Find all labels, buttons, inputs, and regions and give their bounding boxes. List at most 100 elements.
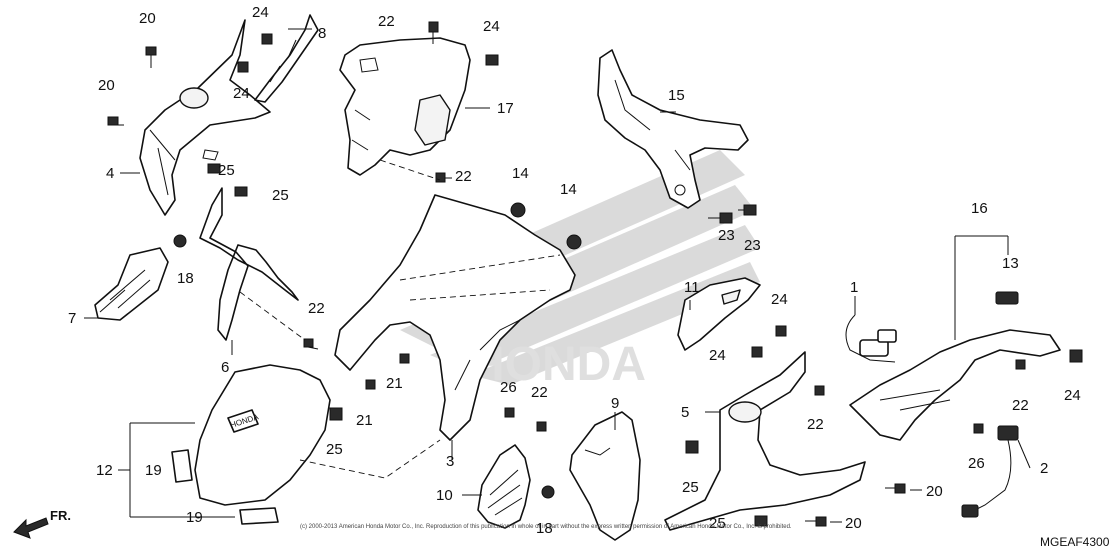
part-11-trim	[677, 277, 761, 351]
bolt-22c	[435, 172, 452, 183]
callout-7: 7	[68, 310, 76, 327]
callout-23: 23	[718, 227, 735, 244]
part-19-strips	[171, 449, 279, 525]
part-16-panel	[849, 329, 1061, 441]
part-17-inner-cover	[339, 37, 471, 176]
callout-10: 10	[436, 487, 453, 504]
callout-11: 11	[684, 279, 700, 296]
callout-14: 14	[560, 181, 577, 198]
part-12-windscreen: HONDA	[194, 364, 331, 506]
clip-25d	[685, 440, 699, 454]
bolt-22b	[428, 21, 439, 44]
front-direction-arrow: FR.	[13, 508, 71, 539]
callout-25: 25	[218, 162, 235, 179]
callout-18: 18	[536, 520, 553, 537]
leader-lines	[84, 28, 1031, 523]
callout-24: 24	[483, 18, 500, 35]
callout-8: 8	[318, 25, 326, 42]
callout-24: 24	[233, 85, 250, 102]
callout-25: 25	[272, 187, 289, 204]
bolt-21a	[399, 353, 410, 364]
callout-19: 19	[186, 509, 203, 526]
clip-24f	[1069, 349, 1083, 363]
fasteners	[107, 21, 1083, 527]
bolt-22f	[536, 421, 547, 432]
clip-24d	[775, 325, 787, 337]
part-7-duct	[94, 247, 169, 321]
bolt-20a	[145, 46, 157, 68]
part-3-front-cover	[334, 194, 576, 441]
callout-25: 25	[709, 515, 726, 532]
clip-25b	[234, 186, 248, 197]
callout-16: 16	[971, 200, 988, 217]
part-6-inner-panel	[199, 187, 299, 341]
callout-25: 25	[326, 441, 343, 458]
clip-25a	[207, 163, 221, 174]
callout-23: 23	[744, 237, 761, 254]
clip-25e	[754, 515, 768, 527]
callout-18: 18	[177, 270, 194, 287]
bolt-22a	[303, 338, 319, 350]
callout-15: 15	[668, 87, 685, 104]
callout-22: 22	[378, 13, 395, 30]
bolt-26b	[973, 423, 984, 434]
grommet-18b	[541, 485, 555, 499]
grommet-14a	[510, 202, 526, 218]
direction-label: FR.	[50, 508, 71, 523]
callouts: 20 24 8 20 24 4 25 25 7 18 6 22 22 24 17…	[68, 4, 1081, 537]
callout-14: 14	[512, 165, 529, 182]
callout-26: 26	[500, 379, 517, 396]
callout-13: 13	[1002, 255, 1019, 272]
grommet-18a	[173, 234, 187, 248]
part-15-bracket	[597, 49, 749, 209]
watermark-text: HONDA	[470, 338, 646, 391]
clip-24e	[751, 346, 763, 358]
bolt-20d	[805, 516, 827, 527]
bolt-20b	[107, 116, 124, 126]
part-1-wiring	[845, 314, 897, 363]
copyright-notice: (c) 2000-2013 American Honda Motor Co., …	[300, 524, 792, 530]
callout-2: 2	[1040, 460, 1048, 477]
part-8-trim-strip	[254, 14, 319, 103]
part-10-duct	[477, 444, 531, 529]
callout-20: 20	[845, 515, 862, 532]
clip-24b	[237, 61, 249, 73]
callout-24: 24	[252, 4, 269, 21]
grommet-14b	[566, 234, 582, 250]
callout-3: 3	[446, 453, 454, 470]
callout-24: 24	[771, 291, 788, 308]
bolt-22e	[1015, 359, 1026, 370]
callout-20: 20	[98, 77, 115, 94]
callout-12: 12	[96, 462, 113, 479]
callout-4: 4	[106, 165, 114, 182]
bolt-23b	[708, 212, 733, 224]
part-4-left-side-cowl	[139, 19, 271, 216]
callout-22: 22	[531, 384, 548, 401]
bolt-21b	[365, 379, 376, 390]
callout-5: 5	[681, 404, 689, 421]
callout-21: 21	[356, 412, 373, 429]
callout-22: 22	[308, 300, 325, 317]
callout-1: 1	[850, 279, 858, 296]
diagram-code: MGEAF4300	[1040, 535, 1110, 549]
callout-21: 21	[386, 375, 403, 392]
bolt-20c	[885, 483, 906, 494]
nut-13	[995, 291, 1019, 305]
callout-20: 20	[139, 10, 156, 27]
callout-20: 20	[926, 483, 943, 500]
callout-24: 24	[1064, 387, 1081, 404]
clip-24a	[261, 33, 273, 45]
callout-26: 26	[968, 455, 985, 472]
callout-22: 22	[1012, 397, 1029, 414]
part-9-shroud	[569, 411, 641, 541]
callout-6: 6	[221, 359, 229, 376]
callout-17: 17	[497, 100, 514, 117]
part-5-right-side-cowl	[664, 351, 866, 531]
callout-22: 22	[455, 168, 472, 185]
callout-25: 25	[682, 479, 699, 496]
callout-24: 24	[709, 347, 726, 364]
clip-24c	[485, 54, 499, 66]
clip-25c	[329, 407, 343, 421]
bolt-26a	[504, 407, 515, 418]
bolt-22d	[814, 385, 825, 396]
